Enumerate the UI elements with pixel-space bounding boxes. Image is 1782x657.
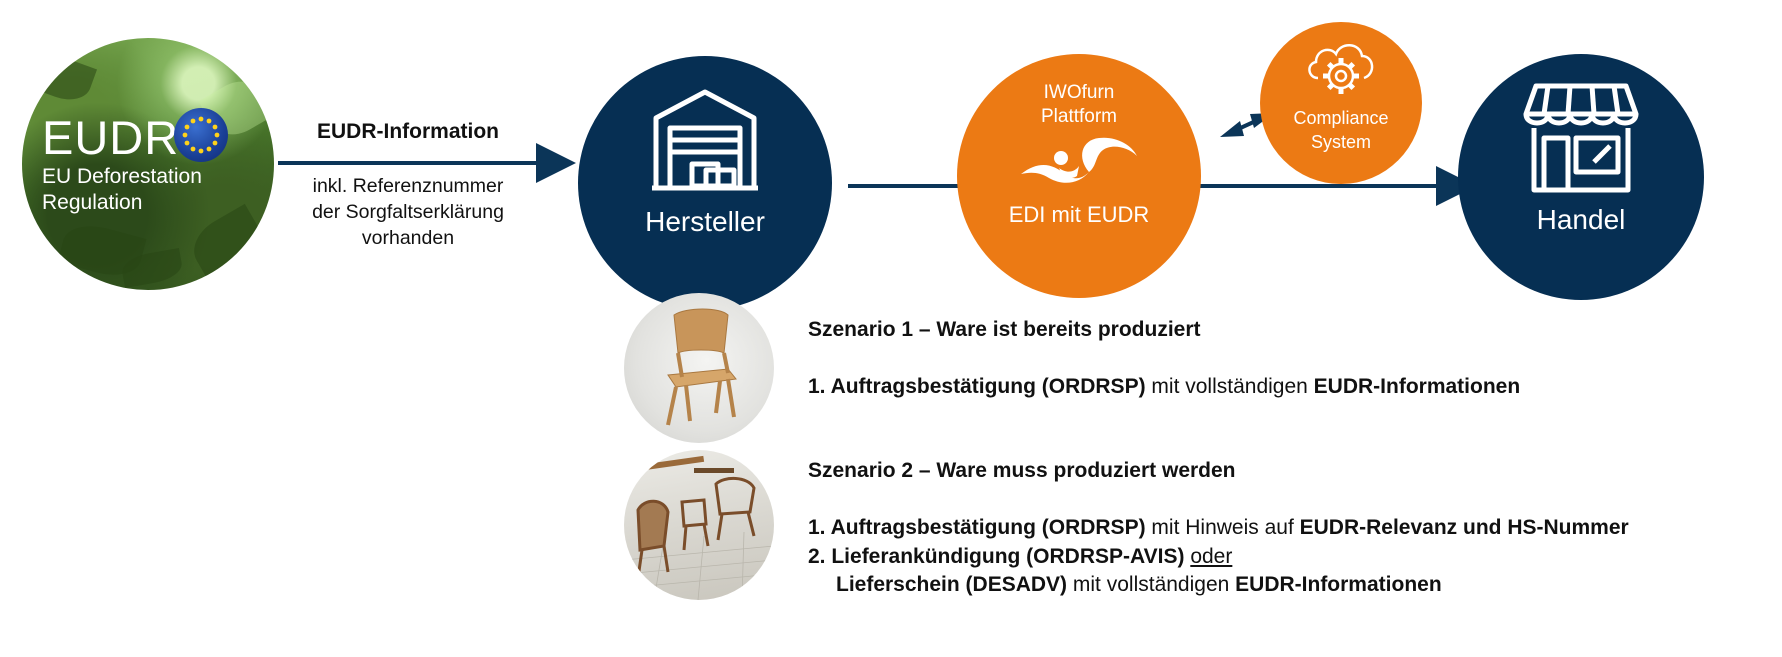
eudr-forest-badge: EUDR EU Deforestation Regulation	[22, 38, 274, 290]
eudr-subtitle-line1: EU Deforestation	[42, 165, 202, 188]
cloud-gear-icon	[1308, 44, 1374, 94]
scenario2-item3: Lieferschein (DESADV) mit vollständigen …	[836, 573, 1442, 597]
scenario2-item2: 2. Lieferankündigung (ORDRSP-AVIS) oder	[808, 545, 1232, 569]
iwofurn-plattform-node: IWOfurn Plattform EDI mit EUDR	[957, 54, 1201, 298]
scenario1-item1-text: mit vollständigen	[1145, 375, 1314, 398]
hersteller-node: Hersteller	[578, 56, 832, 310]
scenario2-item1-text: mit Hinweis auf	[1145, 516, 1300, 539]
info-title: EUDR-Information	[317, 120, 499, 143]
handel-label: Handel	[1536, 204, 1626, 235]
compliance-label-line1: Compliance	[1293, 108, 1389, 128]
scenario2-item1: 1. Auftragsbestätigung (ORDRSP) mit Hinw…	[808, 516, 1629, 540]
eu-flag-icon	[174, 108, 228, 162]
eudr-title: EUDR	[42, 111, 180, 164]
scenario1-item1-bold1: 1. Auftragsbestätigung (ORDRSP)	[808, 375, 1146, 398]
chair-models-photo	[624, 450, 774, 600]
eudr-subtitle-line2: Regulation	[42, 191, 143, 214]
scenario2-item3-bold1: Lieferschein (DESADV)	[836, 573, 1068, 596]
info-line2: der Sorgfaltserklärung	[312, 201, 504, 223]
plattform-label-line1: IWOfurn	[1043, 82, 1115, 103]
scenario2-title: Szenario 2 – Ware muss produziert werden	[808, 459, 1236, 482]
info-line1: inkl. Referenznummer	[312, 175, 504, 197]
scenario2-item1-bold2: EUDR-Relevanz und HS-Nummer	[1299, 516, 1629, 539]
scenario2-item3-bold2: EUDR-Informationen	[1235, 573, 1442, 596]
scenario1-item1: 1. Auftragsbestätigung (ORDRSP) mit voll…	[808, 375, 1520, 399]
scenario2-item2-bold1: 2. Lieferankündigung (ORDRSP-AVIS)	[808, 545, 1185, 568]
hersteller-label: Hersteller	[645, 206, 765, 237]
scenario1-item1-bold2: EUDR-Informationen	[1313, 375, 1521, 398]
scenario2-item2-oder: oder	[1190, 545, 1233, 568]
scenario2-item1-bold1: 1. Auftragsbestätigung (ORDRSP)	[808, 516, 1146, 539]
handel-node: Handel	[1458, 54, 1704, 300]
compliance-label-line2: System	[1310, 132, 1371, 152]
chair-photo	[624, 293, 774, 443]
compliance-system-node: Compliance System	[1260, 22, 1422, 184]
info-line3: vorhanden	[361, 227, 455, 249]
arrowhead-eudr-to-hersteller	[536, 143, 576, 183]
scenario2-item3-text: mit vollständigen	[1067, 573, 1236, 596]
plattform-label-line2: Plattform	[1040, 106, 1118, 127]
plattform-edi-label: EDI mit EUDR	[1008, 202, 1150, 227]
shop-icon	[1523, 83, 1639, 193]
iwofurn-logo-icon	[1021, 137, 1137, 183]
scenario1-title: Szenario 1 – Ware ist bereits produziert	[808, 318, 1201, 341]
arrowhead-to-handel	[1436, 166, 1476, 206]
warehouse-icon	[652, 89, 758, 191]
